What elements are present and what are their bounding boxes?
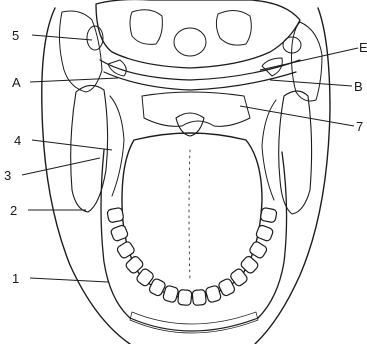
left-ramus-inner [110,96,124,196]
label-5: 5 [12,28,19,43]
leader-B [270,80,352,86]
maxilla-outline [96,0,300,68]
right-ramus-inner [262,100,276,200]
tooth [107,207,124,223]
leader-5 [32,35,92,40]
tooth [255,224,274,242]
label-7: 7 [356,119,363,134]
leader-1 [30,278,108,282]
leader-A [30,78,118,82]
tooth [116,240,136,259]
tooth [178,289,192,305]
label-B: B [354,79,363,94]
label-4: 4 [14,133,21,148]
label-3: 3 [4,168,11,183]
palate-line-upper [100,60,300,80]
label-A: A [12,75,21,90]
soft-palate-muscle [142,92,250,126]
right-masseter [279,91,312,214]
palate-line-lower [104,72,296,90]
maxilla-bone-center [174,28,206,56]
tooth [192,289,206,305]
maxilla-bone-right [216,10,251,45]
mandible-hatch [130,312,258,333]
label-1: 1 [12,271,19,286]
label-2: 2 [10,203,17,218]
tongue-median-fold [189,150,190,280]
maxilla-bone-left [130,10,162,45]
tooth [260,207,277,223]
mandible-base [130,318,258,331]
leader-7 [240,106,354,126]
leader-3 [22,158,100,175]
label-E: E [359,40,367,55]
